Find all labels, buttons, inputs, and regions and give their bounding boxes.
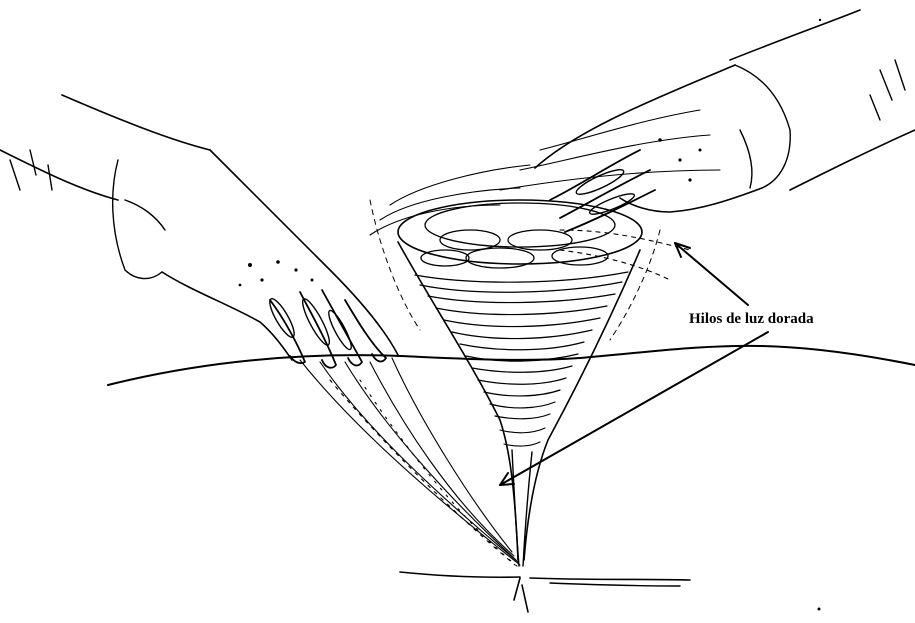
arrow-upper (675, 243, 748, 305)
light-vortex (370, 200, 660, 566)
root-stem (514, 578, 528, 612)
label-arrows (500, 243, 768, 485)
base-line-right (530, 578, 690, 580)
arrow-lower (500, 332, 768, 485)
left-hand (0, 95, 398, 368)
golden-light-threads-label: Hilos de luz dorada (689, 312, 814, 327)
left-light-stream (300, 358, 520, 566)
body-surface-line (108, 346, 915, 385)
right-hand (535, 10, 915, 232)
base-line-left (400, 572, 520, 577)
stray-dots (818, 19, 822, 611)
base-line-under (550, 583, 680, 586)
